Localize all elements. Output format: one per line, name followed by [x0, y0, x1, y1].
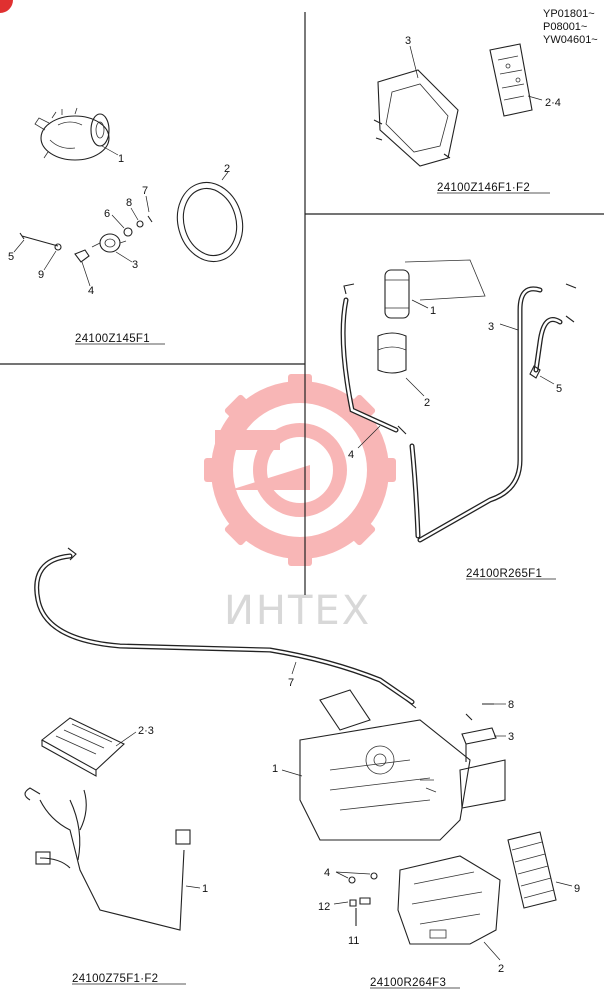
receiver-label-5: 5 — [556, 383, 562, 395]
compressor-label-7: 7 — [142, 185, 148, 197]
group-unit: 7 8 3 1 4 12 11 — [34, 547, 580, 989]
serial-3: YW04601~ — [543, 34, 598, 46]
unit-label-3: 3 — [508, 731, 514, 743]
panel-part — [41, 717, 125, 777]
compressor-label-1: 1 — [118, 153, 124, 165]
receiver-label-4: 4 — [348, 449, 354, 461]
controller-box-part — [373, 69, 459, 167]
serial-1: YP01801~ — [543, 8, 595, 20]
controller-label-24: 2·4 — [545, 97, 561, 109]
receiver-code: 24100R265F1 — [466, 568, 542, 580]
watermark-gear-icon — [204, 374, 396, 566]
serial-numbers: YP01801~ P08001~ YW04601~ — [543, 8, 598, 46]
serial-2: P08001~ — [543, 21, 587, 33]
relay-board-part — [489, 43, 533, 117]
unit-label-11: 11 — [348, 935, 359, 947]
compressor-label-2: 2 — [224, 163, 230, 175]
harness-code: 24100Z75F1·F2 — [72, 973, 158, 985]
compressor-label-6: 6 — [104, 208, 110, 220]
unit-label-1: 1 — [272, 763, 278, 775]
pulley-part — [91, 233, 127, 253]
compressor-label-9: 9 — [38, 269, 44, 281]
group-compressor: 1 2 3 6 8 7 5 9 — [8, 107, 244, 345]
harness-label-1: 1 — [202, 883, 208, 895]
heater-box-part — [397, 855, 501, 945]
compressor-code: 24100Z145F1 — [75, 333, 150, 345]
watermark-text: ИНТЕХ — [224, 588, 371, 634]
unit-label-2: 2 — [498, 963, 504, 975]
harness-label-23: 2·3 — [138, 725, 154, 737]
harness-part — [24, 787, 191, 931]
unit-label-4: 4 — [324, 867, 330, 879]
receiver-label-3: 3 — [488, 321, 494, 333]
unit-label-9: 9 — [574, 883, 580, 895]
group-controller: 3 2·4 24100Z146F1·F2 — [373, 35, 561, 194]
unit-label-7: 7 — [288, 677, 294, 689]
controller-label-3: 3 — [405, 35, 411, 47]
group-receiver: 1 2 3 5 4 24100R265F1 — [340, 259, 577, 580]
group-harness: 2·3 1 24100Z75F1·F2 — [24, 717, 208, 985]
belt-part — [176, 181, 244, 263]
compressor-label-8: 8 — [126, 197, 132, 209]
filter-part — [507, 831, 557, 909]
unit-label-12: 12 — [318, 901, 330, 913]
receiver-label-2: 2 — [424, 397, 430, 409]
corner-marker — [0, 0, 13, 13]
receiver-label-1: 1 — [430, 305, 436, 317]
evaporator-unit-part — [299, 689, 506, 841]
unit-code: 24100R264F3 — [370, 977, 446, 989]
compressor-part — [34, 107, 110, 161]
controller-code: 24100Z146F1·F2 — [437, 182, 530, 194]
compressor-label-3: 3 — [132, 259, 138, 271]
receiver-dryer-part — [384, 259, 486, 319]
compressor-label-5: 5 — [8, 251, 14, 263]
unit-label-8: 8 — [508, 699, 514, 711]
compressor-label-4: 4 — [88, 285, 94, 297]
receiver-bracket-part — [377, 332, 407, 374]
